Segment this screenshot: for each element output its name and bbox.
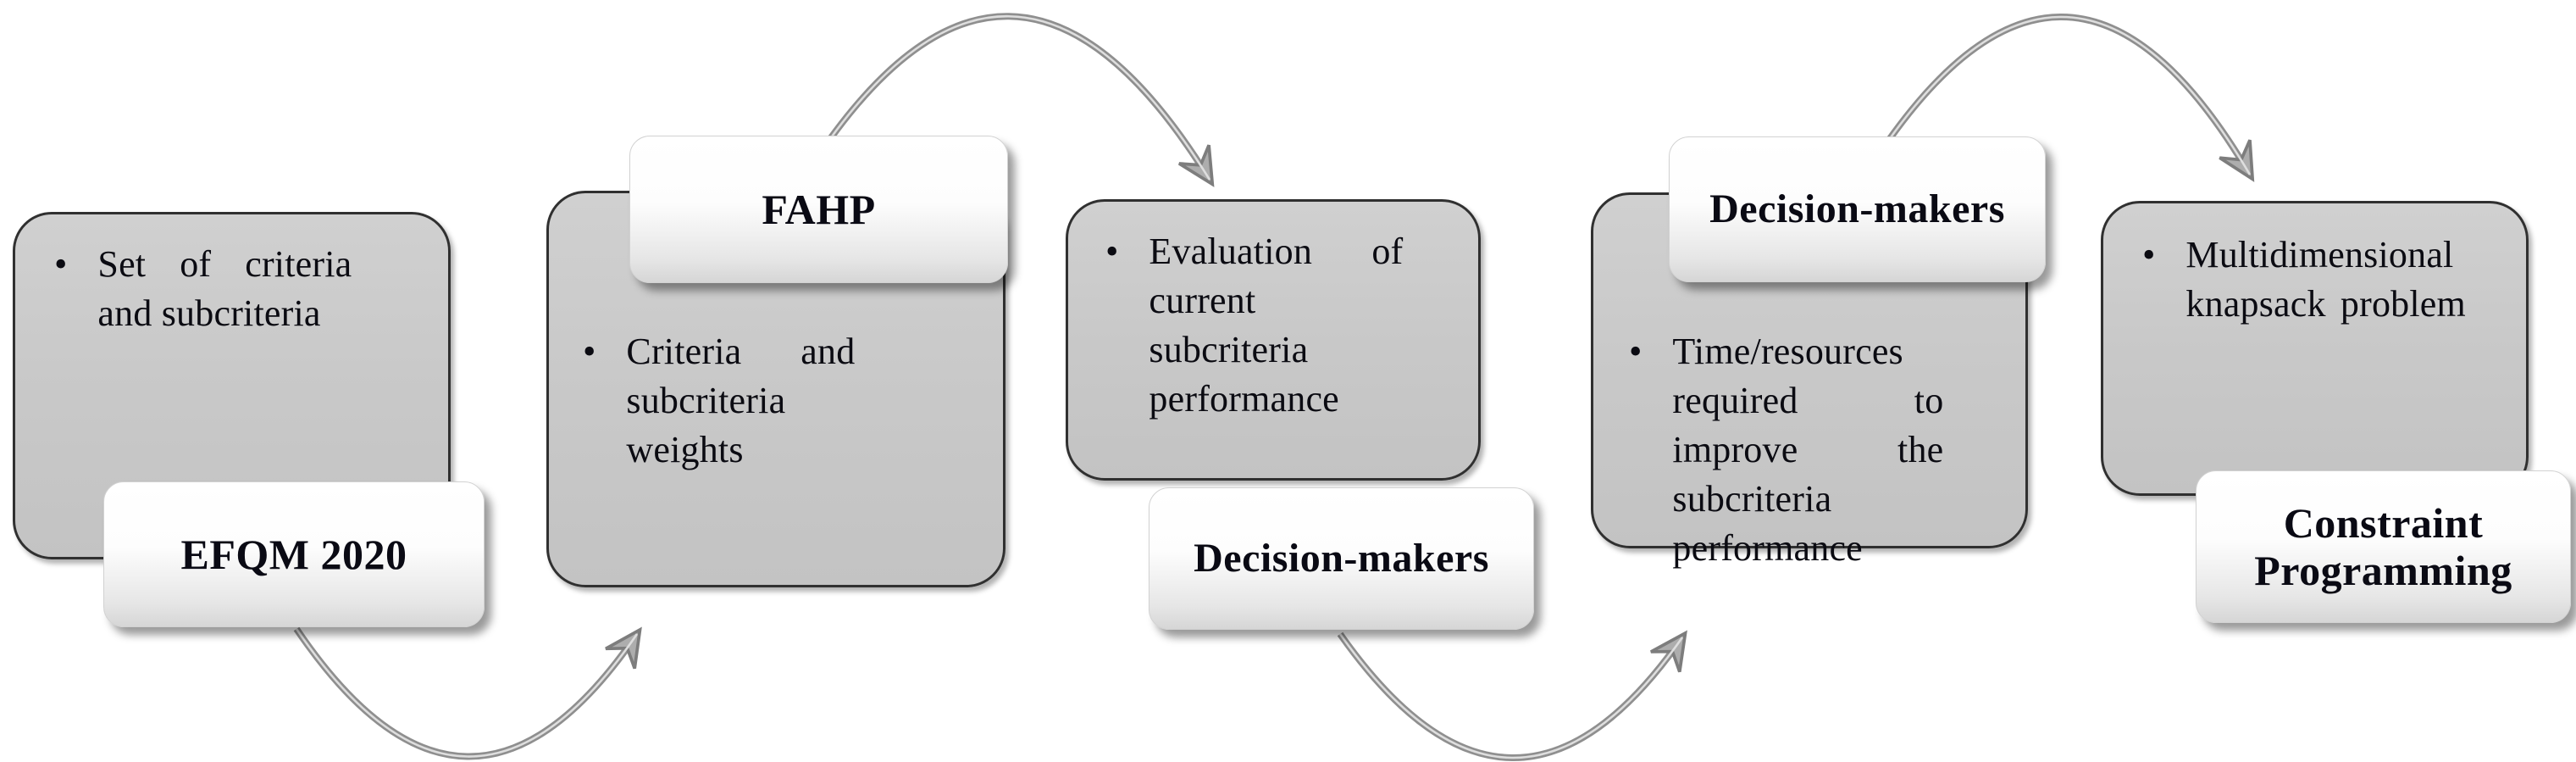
- stage-3-label: Decision-makers: [1149, 487, 1534, 630]
- stage-5-bullet-text: Multidimensional knapsack problem: [2185, 234, 2466, 325]
- stage-3-bullet-item: • Evaluation of current subcriteria perf…: [1068, 202, 1478, 424]
- curved-arrow-bottom-middle-icon: [1337, 630, 1687, 761]
- stage-4-label: Decision-makers: [1669, 136, 2046, 282]
- bullet-dot: •: [1629, 331, 1643, 372]
- stage-3-bullet-text: Evaluation of current subcriteria perfor…: [1149, 231, 1404, 420]
- stage-4-bullet-text: Time/resources required to improve the s…: [1672, 331, 1944, 569]
- stage-4-bullet-item: • Time/resources required to improve the…: [1593, 195, 2025, 573]
- stage-1-bullet-text: Set of criteria and subcriteria: [97, 243, 352, 334]
- bullet-dot: •: [1105, 231, 1119, 272]
- stage-3-box: • Evaluation of current subcriteria perf…: [1066, 199, 1481, 481]
- bullet-dot: •: [2142, 234, 2156, 275]
- stage-1-label: EFQM 2020: [103, 481, 485, 627]
- stage-2-label: FAHP: [629, 136, 1008, 283]
- curved-arrow-top-left-icon: [803, 13, 1215, 187]
- stage-2-bullet-text: Criteria and subcriteria weights: [626, 331, 856, 470]
- stage-5-bullet-item: • Multidimensional knapsack problem: [2103, 203, 2526, 329]
- stage-1-bullet-item: • Set of criteria and subcriteria: [15, 214, 448, 338]
- bullet-dot: •: [583, 331, 596, 372]
- stage-2-bullet-item: • Criteria and subcriteria weights: [549, 193, 1003, 475]
- curved-arrow-bottom-left-icon: [293, 626, 642, 760]
- bullet-dot: •: [54, 243, 68, 285]
- curved-arrow-top-right-icon: [1860, 14, 2255, 182]
- stage-5-box: • Multidimensional knapsack problem: [2101, 201, 2529, 496]
- stage-5-label: Constraint Programming: [2196, 470, 2571, 623]
